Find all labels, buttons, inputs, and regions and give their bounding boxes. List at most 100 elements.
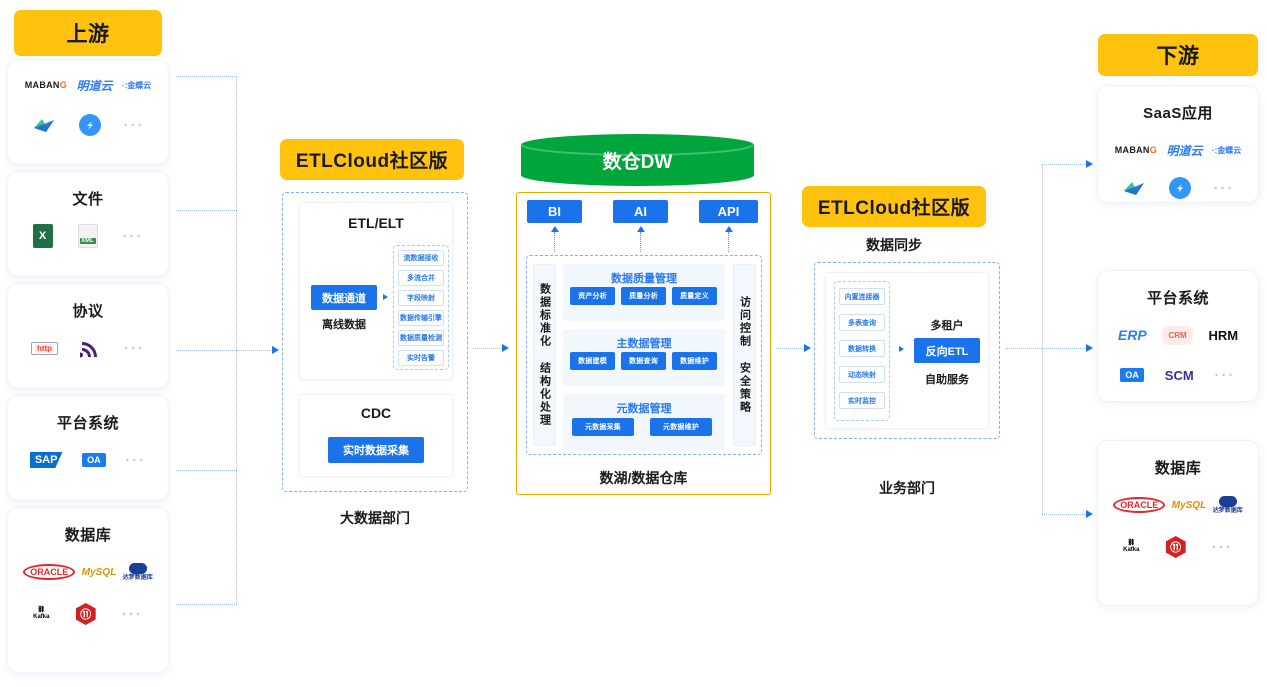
- logo-row: OA SCM ···: [1098, 362, 1258, 388]
- sync-feature-2[interactable]: 多表查询: [839, 314, 885, 331]
- cdc-title: CDC: [360, 405, 392, 421]
- upstream-connector-trunk: [236, 76, 237, 604]
- sync-feature-5[interactable]: 实时监控: [839, 392, 885, 409]
- etl-feature-6[interactable]: 实时告警: [398, 350, 444, 366]
- crm-logo: CRM: [1162, 322, 1193, 348]
- md-item-3[interactable]: 数据维护: [672, 352, 717, 370]
- logo-row: ⛓Kafka ⑪ ···: [1098, 534, 1258, 560]
- ai-arrow: [637, 226, 645, 232]
- dq-item-1[interactable]: 资产分析: [570, 287, 615, 305]
- rss-icon: [80, 342, 98, 358]
- card-title: 协议: [72, 303, 104, 320]
- erp-logo: ERP: [1117, 327, 1147, 343]
- downstream-arrow-saas: [1086, 160, 1093, 168]
- oracle-logo: ORACLE: [23, 559, 76, 585]
- realtime-capture-button[interactable]: 实时数据采集: [328, 437, 424, 463]
- etl-left-badge: ETLCloud社区版: [280, 139, 464, 180]
- upstream-card-database[interactable]: 数据库 ORACLE MySQL 达梦数据库 ⛓Kafka ⑪ ···: [8, 508, 168, 672]
- cylinder-label: 数仓DW: [602, 151, 673, 173]
- downstream-branch: [1042, 164, 1089, 165]
- warehouse-gold-frame: [516, 192, 771, 495]
- dingtalk-icon: [1168, 177, 1191, 199]
- card-title: SaaS应用: [1143, 105, 1213, 122]
- hrm-logo: HRM: [1208, 327, 1239, 343]
- etl-feature-3[interactable]: 字段映射: [398, 290, 444, 306]
- upstream-card-file[interactable]: 文件 X XML ···: [8, 172, 168, 276]
- dingtalk-icon: [78, 114, 101, 136]
- etl-feature-4[interactable]: 数据传输引擎: [398, 310, 444, 326]
- sync-feature-1[interactable]: 内置连接器: [839, 288, 885, 305]
- downstream-arrow-database: [1086, 510, 1093, 518]
- card-title: 数据库: [64, 527, 112, 544]
- sync-feature-3[interactable]: 数据转换: [839, 340, 885, 357]
- downstream-main-line: [1006, 348, 1042, 349]
- meta-item-1[interactable]: 元数据采集: [572, 418, 634, 436]
- md-item-2[interactable]: 数据查询: [621, 352, 666, 370]
- dingtalk-logo: [78, 112, 101, 138]
- etl-features-frame: [393, 245, 449, 370]
- mysql-logo: MySQL: [81, 566, 117, 578]
- md-item-1[interactable]: 数据建模: [570, 352, 615, 370]
- more-dots: ···: [121, 605, 143, 623]
- ai-connector: [640, 232, 641, 252]
- upstream-branch: [176, 350, 237, 351]
- dingtalk-logo: [1168, 175, 1191, 201]
- bi-arrow: [551, 226, 559, 232]
- more-dots: ···: [123, 116, 145, 134]
- mingdaoyun-logo: 明道云: [1166, 143, 1203, 158]
- feishu-icon: [33, 119, 54, 132]
- data-quality-title: 数据质量管理: [611, 273, 677, 285]
- mysql-logo: MySQL: [1171, 499, 1207, 511]
- rss-logo: [80, 335, 102, 361]
- data-channel-button[interactable]: 数据通道: [311, 285, 377, 310]
- warehouse-footer: 数湖/数据仓库: [599, 470, 688, 486]
- dq-item-2[interactable]: 质量分析: [621, 287, 666, 305]
- feishu-icon: [1123, 182, 1144, 195]
- etl-inner-arrow: [383, 294, 388, 300]
- logo-row: SAP OA ···: [8, 447, 168, 473]
- output-api-button[interactable]: API: [699, 200, 758, 223]
- oa-logo: OA: [1120, 362, 1144, 388]
- cdc-panel[interactable]: CDC: [299, 394, 453, 477]
- etl-feature-2[interactable]: 多流合并: [398, 270, 444, 286]
- sync-feature-4[interactable]: 动态映射: [839, 366, 885, 383]
- sap-logo: SAP: [29, 447, 63, 473]
- downstream-branch: [1042, 514, 1089, 515]
- api-connector: [728, 232, 729, 252]
- card-title: 文件: [72, 191, 104, 208]
- jinhe-cloud-logo: ·:金蝶云: [121, 80, 152, 90]
- reverse-etl-button[interactable]: 反向ETL: [914, 338, 980, 363]
- scm-logo: SCM: [1164, 367, 1194, 383]
- sync-inner-arrow: [899, 346, 904, 352]
- dameng-logo: 达梦数据库: [123, 559, 153, 585]
- upstream-branch: [176, 76, 237, 77]
- downstream-card-database[interactable]: 数据库 ORACLE MySQL 达梦数据库 ⛓Kafka ⑪ ···: [1098, 441, 1258, 605]
- upstream-card-platform[interactable]: 平台系统 SAP OA ···: [8, 396, 168, 500]
- dw-to-etl-arrow: [804, 344, 811, 352]
- upstream-main-line: [236, 350, 274, 351]
- downstream-branch: [1042, 348, 1089, 349]
- self-service-caption: 自助服务: [925, 374, 969, 386]
- cylinder-top: [521, 134, 754, 156]
- etl-feature-5[interactable]: 数据质量检测: [398, 330, 444, 346]
- output-bi-button[interactable]: BI: [527, 200, 582, 223]
- upstream-card-protocol[interactable]: 协议 http ···: [8, 284, 168, 388]
- etl-feature-1[interactable]: 流数据接收: [398, 250, 444, 266]
- output-ai-button[interactable]: AI: [613, 200, 668, 223]
- dq-item-3[interactable]: 质量定义: [672, 287, 717, 305]
- downstream-card-platform[interactable]: 平台系统 ERP CRM HRM OA SCM ···: [1098, 271, 1258, 401]
- feishu-logo: [32, 112, 56, 138]
- oracle-logo: ORACLE: [1113, 492, 1166, 518]
- meta-item-2[interactable]: 元数据维护: [650, 418, 712, 436]
- logo-row: ···: [8, 112, 168, 138]
- bi-connector: [554, 232, 555, 252]
- data-standardization-rail: 数据标准化 结构化处理: [533, 264, 556, 446]
- card-title: 平台系统: [1146, 290, 1209, 307]
- logo-row: ⛓Kafka ⑪ ···: [8, 601, 168, 627]
